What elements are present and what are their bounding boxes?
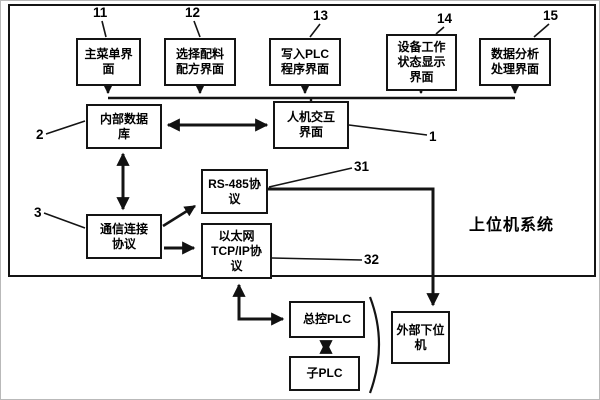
ref-label-2: 2 xyxy=(36,127,44,142)
box-comm-protocol: 通信连接 协议 xyxy=(86,214,162,259)
ref-label-3: 3 xyxy=(34,205,42,220)
system-title: 上位机系统 xyxy=(469,217,555,234)
box-external-lower: 外部下位 机 xyxy=(391,311,450,364)
ref-label-32: 32 xyxy=(364,252,380,267)
box-recipe-select: 选择配料 配方界面 xyxy=(164,38,236,86)
top-box-arrows xyxy=(102,83,521,95)
arrow-comm-rs485 xyxy=(162,204,196,228)
box-write-plc: 写入PLC 程序界面 xyxy=(269,38,341,86)
ref-label-11: 11 xyxy=(93,5,108,20)
ref-label-14: 14 xyxy=(437,11,453,26)
system-boundary-box xyxy=(8,4,596,277)
leader-lines xyxy=(43,20,550,261)
ref-label-15: 15 xyxy=(543,8,559,23)
box-device-status: 设备工作 状态显示 界面 xyxy=(386,34,457,91)
box-rs485-protocol: RS-485协 议 xyxy=(201,169,268,214)
box-ethernet-protocol: 以太网 TCP/IP协 议 xyxy=(201,223,272,279)
box-sub-plc: 子PLC xyxy=(289,356,360,391)
arrow-ethernet-masterplc xyxy=(232,283,285,326)
plc-group-brace xyxy=(368,296,381,394)
box-data-analysis: 数据分析 处理界面 xyxy=(479,38,551,86)
ref-label-31: 31 xyxy=(354,159,370,174)
box-master-plc: 总控PLC xyxy=(289,301,365,338)
ref-label-12: 12 xyxy=(185,5,201,20)
box-hmi: 人机交互 界面 xyxy=(273,101,349,149)
box-internal-database: 内部数据 库 xyxy=(86,104,162,149)
ref-label-1: 1 xyxy=(429,129,437,144)
box-main-menu: 主菜单界 面 xyxy=(76,38,141,86)
arrow-rs485-external xyxy=(268,187,440,307)
ref-label-13: 13 xyxy=(313,8,329,23)
